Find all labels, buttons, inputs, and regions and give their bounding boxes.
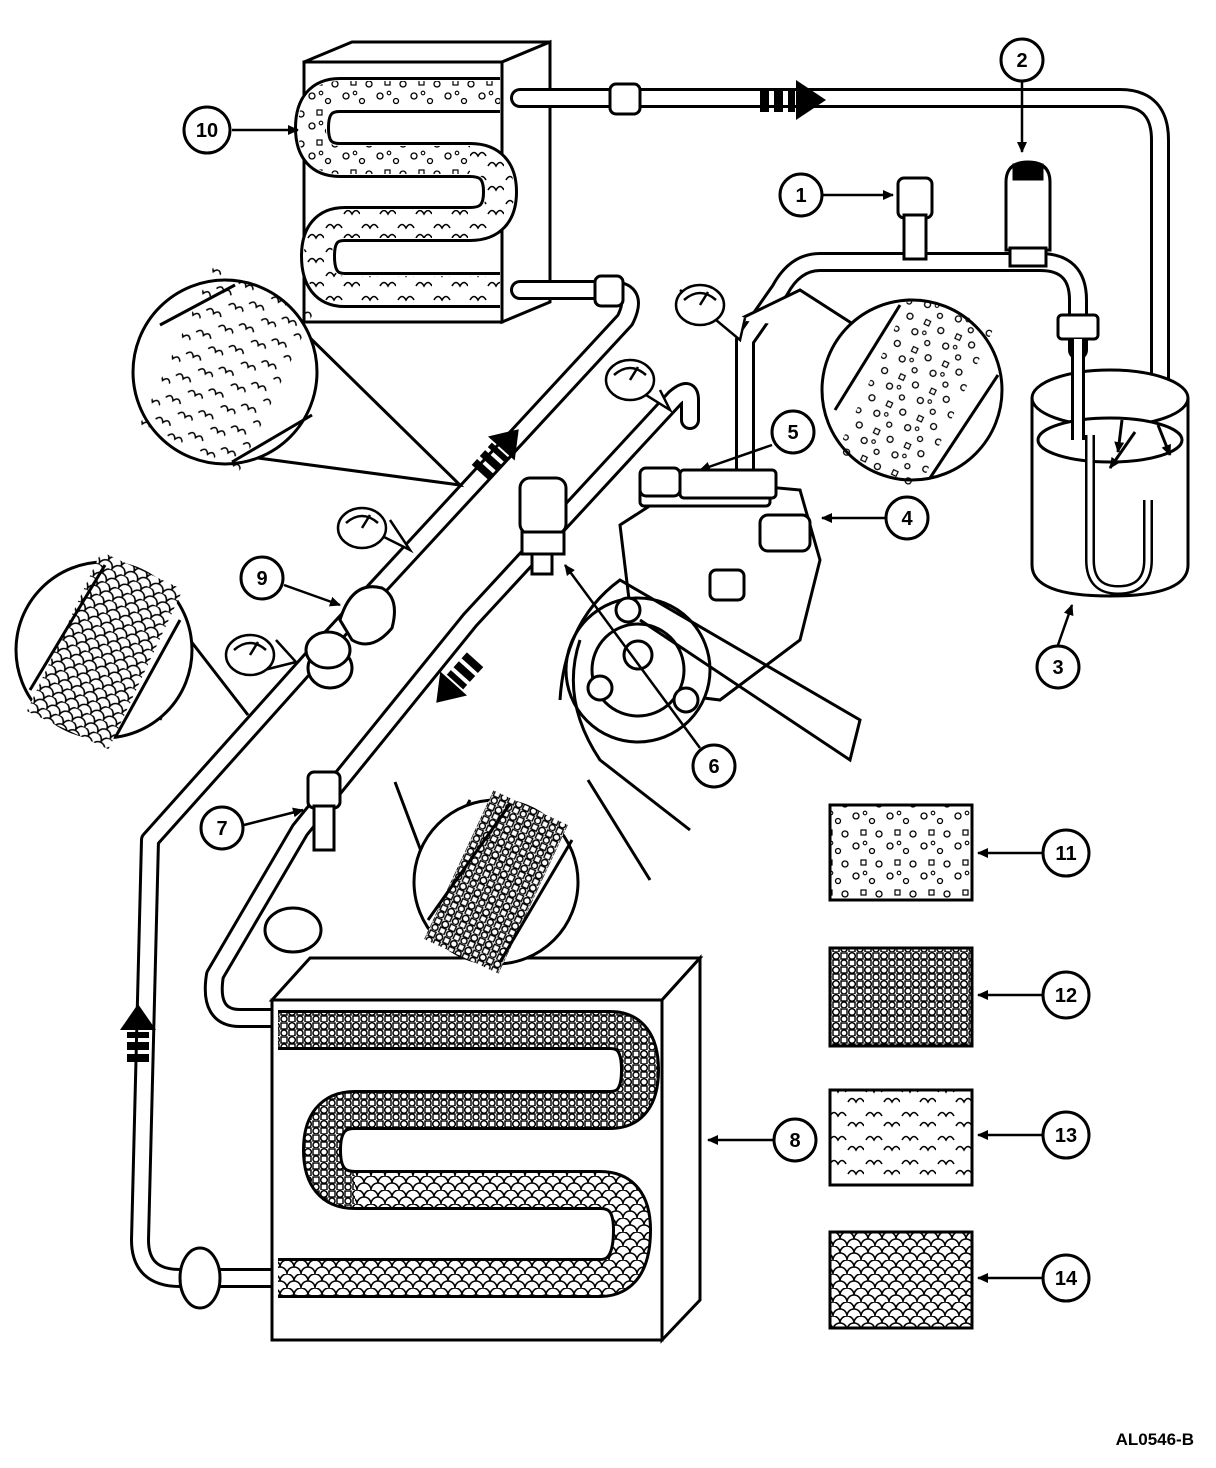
pressure-gauge-icon [336,506,414,554]
callout-5: 5 [770,409,816,455]
legend-swatch-low-pressure-liquid [828,1230,974,1330]
pressure-switch-top [1004,160,1052,268]
callout-12: 12 [1041,970,1091,1020]
callout-number: 13 [1055,1125,1077,1147]
service-valve-low [306,770,342,852]
callout-1: 1 [778,172,824,218]
pressure-gauge-icon [224,633,299,677]
magnifier-vapor-high [393,781,580,974]
callout-number: 3 [1052,657,1063,679]
accumulator [1030,313,1190,598]
callout-number: 4 [901,508,913,530]
magnifier-vapor-low [737,288,1004,492]
callout-6: 6 [691,743,737,789]
flow-arrow-icon [760,80,826,120]
flow-arrow-icon [471,429,519,480]
line-fittings [178,82,642,1310]
callout-number: 12 [1055,985,1077,1007]
callout-number: 5 [787,422,798,444]
callout-number: 8 [789,1130,800,1152]
callout-number: 2 [1016,50,1027,72]
legend-swatch-low-pressure-vapor [828,803,974,902]
callout-number: 1 [795,185,806,207]
service-valve-high [896,176,934,261]
callout-10: 10 [182,105,232,155]
callout-number: 14 [1055,1268,1078,1290]
callout-9: 9 [239,555,285,601]
callout-2: 2 [999,37,1045,83]
flow-arrow-icon [436,652,484,703]
callout-3: 3 [1035,644,1081,690]
callout-number: 11 [1055,843,1076,865]
callout-13: 13 [1041,1110,1091,1160]
legend-swatch-high-pressure-vapor [828,946,974,1048]
callout-leaders [232,82,1074,1283]
callout-number: 10 [196,120,218,142]
callout-4: 4 [884,495,930,541]
pressure-gauge-icon [604,358,674,414]
callout-number: 7 [216,818,227,840]
magnifier-liquid-high [131,267,465,488]
flow-arrow-icon [120,1004,156,1062]
magnifier-liquid-low [14,551,250,750]
callout-number: 9 [256,568,267,590]
orifice-tube [304,585,396,670]
legend-swatch-high-pressure-liquid [828,1088,974,1187]
callout-7: 7 [199,805,245,851]
figure-id-label: AL0546-B [1115,1430,1194,1449]
compressor [558,478,862,881]
callout-number: 6 [708,756,719,778]
compressor-manifold [638,466,778,500]
pressure-switch-mid [518,476,568,576]
evaporator [268,954,704,1344]
callout-14: 14 [1041,1253,1091,1303]
callout-8: 8 [772,1117,818,1163]
condenser [293,39,552,325]
pressure-gauge-icon [674,283,747,343]
callout-11: 11 [1041,828,1091,878]
